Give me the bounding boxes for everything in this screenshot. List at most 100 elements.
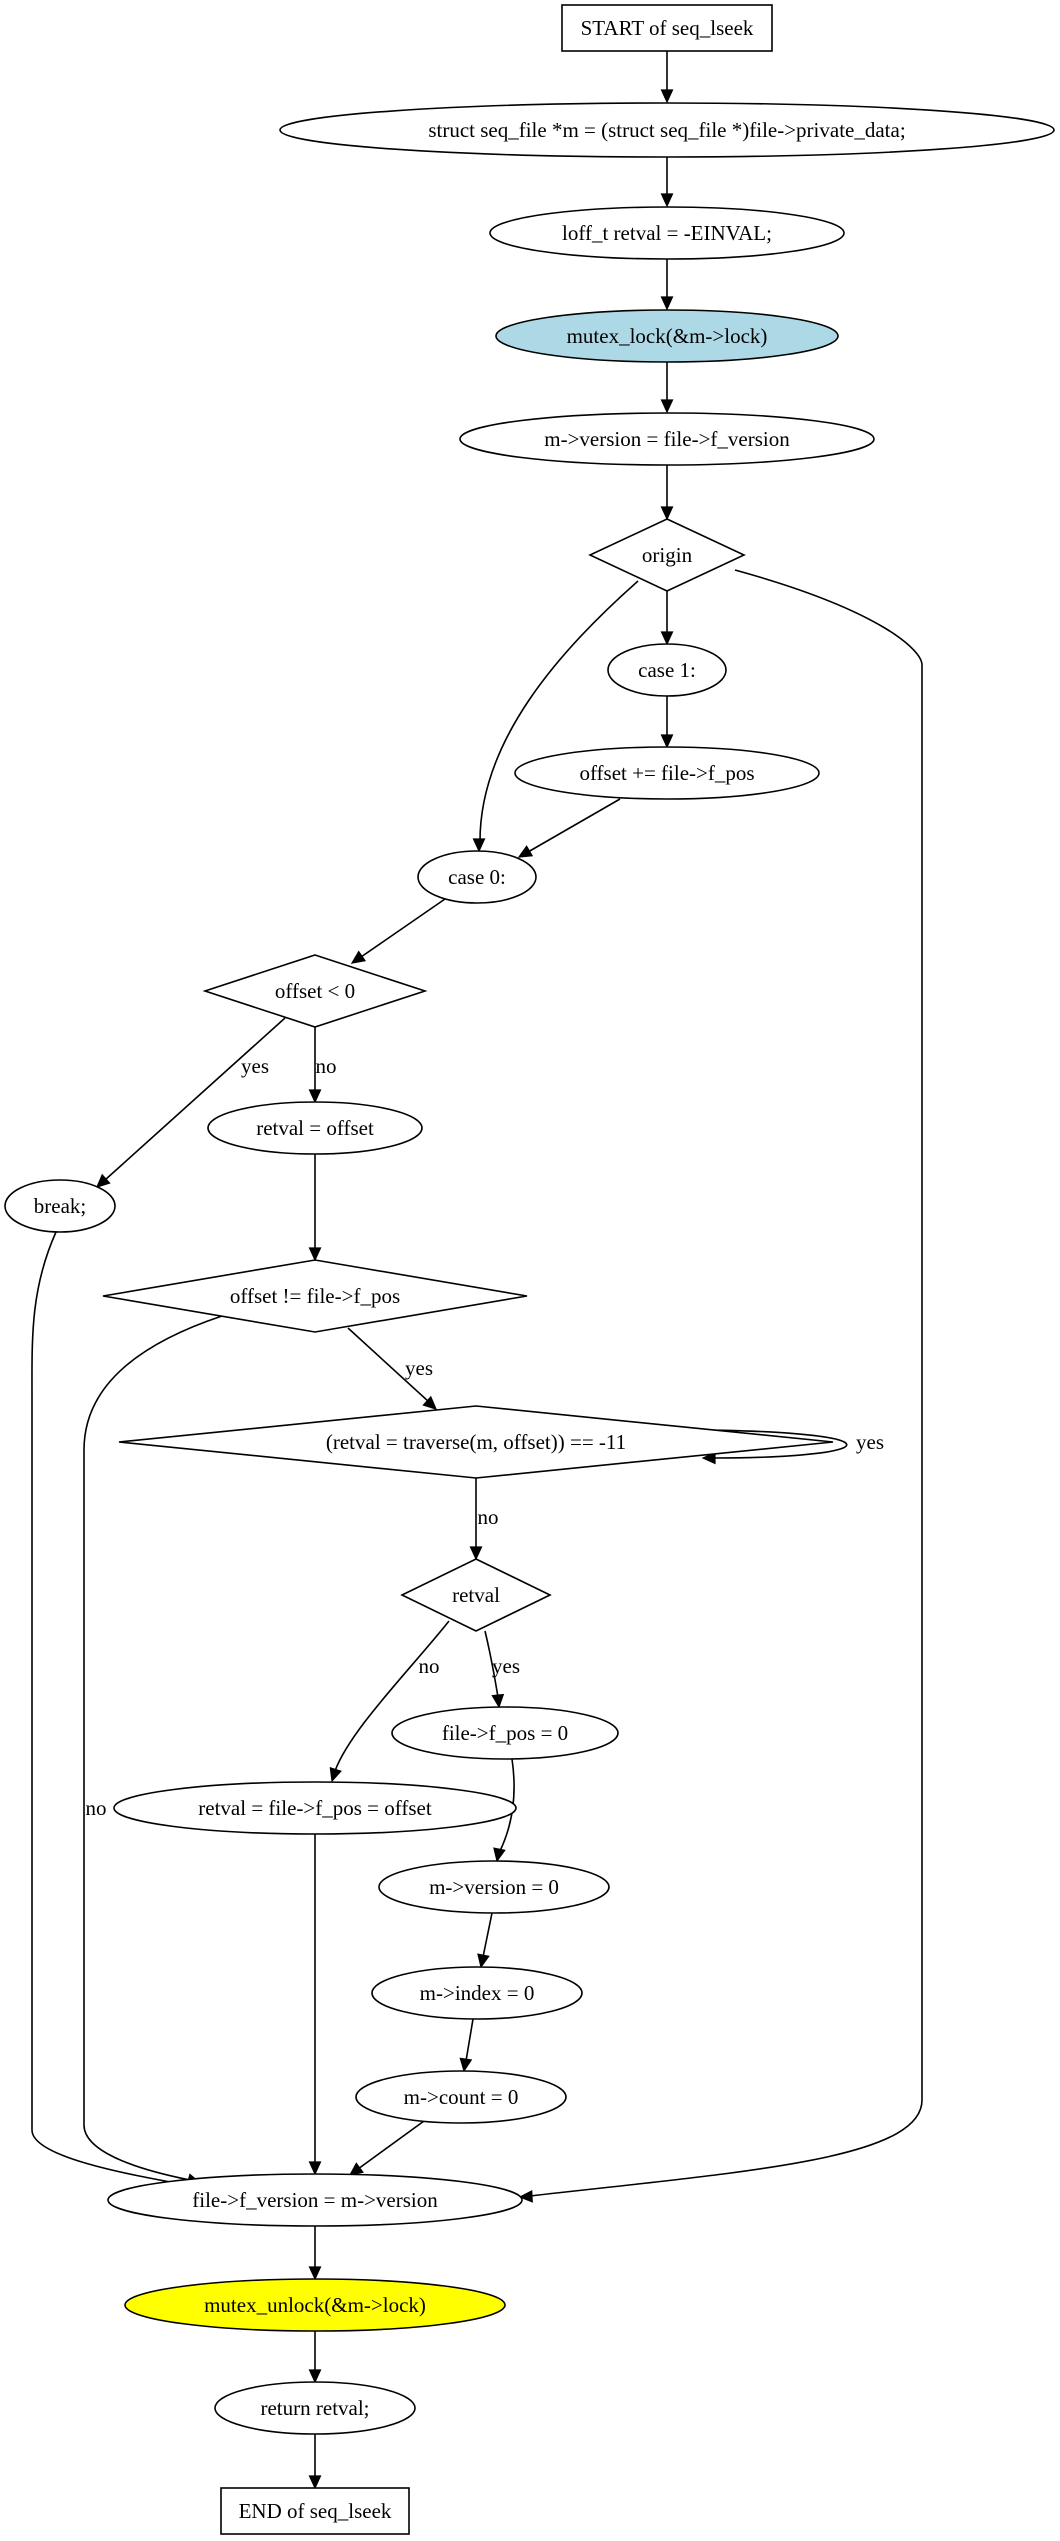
node-version-zero: m->version = 0 bbox=[378, 1860, 610, 1914]
edge-mutex_lock-to-version_assign bbox=[660, 362, 674, 414]
edge-mutex_unlock-to-return bbox=[308, 2331, 322, 2384]
node-end: END of seq_lseek bbox=[220, 2487, 410, 2535]
node-label: mutex_lock(&m->lock) bbox=[567, 324, 768, 348]
node-label: file->f_pos = 0 bbox=[442, 1721, 568, 1745]
edge-start-to-m_decl bbox=[660, 51, 674, 104]
diamond-shape bbox=[588, 518, 746, 592]
edge-version_zero-to-index_zero bbox=[477, 1912, 493, 1969]
node-m-decl: struct seq_file *m = (struct seq_file *)… bbox=[279, 102, 1055, 158]
edge-return-to-end bbox=[308, 2434, 322, 2490]
edge-count_zero-to-f_version bbox=[348, 2120, 425, 2176]
edge-label-no: no bbox=[86, 1796, 107, 1820]
edge-label-no: no bbox=[478, 1505, 499, 1529]
node-label: (retval = traverse(m, offset)) == -11 bbox=[326, 1430, 626, 1454]
node-label: offset += file->f_pos bbox=[579, 761, 754, 785]
arrowhead bbox=[308, 1247, 322, 1262]
ellipse-shape bbox=[489, 206, 845, 260]
edge-line bbox=[479, 580, 639, 842]
edge-retval_offset-to-offset_ne_fpos bbox=[308, 1154, 322, 1262]
arrowhead bbox=[308, 1089, 322, 1104]
node-label: m->count = 0 bbox=[404, 2085, 519, 2109]
node-fpos-zero: file->f_pos = 0 bbox=[391, 1706, 619, 1760]
edge-retval_check-to-retval_fpos bbox=[329, 1620, 450, 1783]
arrowhead bbox=[491, 1693, 505, 1709]
ellipse-shape bbox=[107, 2173, 523, 2227]
arrowhead bbox=[660, 89, 674, 104]
arrowhead bbox=[660, 296, 674, 311]
edge-offset_lt0-to-break bbox=[95, 1017, 286, 1188]
edge-line bbox=[83, 1315, 223, 2181]
edge-origin-to-f_version bbox=[518, 569, 923, 2203]
node-label: case 0: bbox=[448, 865, 506, 889]
edge-label-no: no bbox=[316, 1054, 337, 1078]
box-shape bbox=[220, 2487, 410, 2535]
edges-layer bbox=[31, 51, 923, 2490]
ellipse-shape bbox=[417, 850, 537, 904]
diamond-shape bbox=[202, 954, 428, 1028]
edge-f_version-to-mutex_unlock bbox=[308, 2226, 322, 2281]
arrowhead bbox=[660, 506, 674, 521]
arrowhead bbox=[308, 2475, 322, 2490]
node-offset-lt0: offset < 0 bbox=[202, 954, 428, 1028]
node-label: START of seq_lseek bbox=[581, 16, 754, 40]
edge-retval_fpos-to-f_version bbox=[308, 1834, 322, 2176]
ellipse-shape bbox=[113, 1781, 517, 1835]
box-shape bbox=[561, 4, 773, 52]
arrowhead bbox=[459, 2057, 473, 2073]
node-label: END of seq_lseek bbox=[239, 2499, 392, 2523]
edge-line bbox=[357, 2120, 425, 2170]
node-count-zero: m->count = 0 bbox=[355, 2070, 567, 2124]
arrowhead bbox=[308, 2266, 322, 2281]
edge-label-yes: yes bbox=[856, 1430, 884, 1454]
node-label: offset < 0 bbox=[275, 979, 355, 1003]
ellipse-shape bbox=[378, 1860, 610, 1914]
node-label: retval = file->f_pos = offset bbox=[198, 1796, 432, 1820]
arrowhead bbox=[518, 2189, 533, 2203]
ellipse-shape bbox=[279, 102, 1055, 158]
node-return: return retval; bbox=[214, 2381, 416, 2435]
node-index-zero: m->index = 0 bbox=[371, 1966, 583, 2020]
node-retval-offset: retval = offset bbox=[207, 1101, 423, 1155]
node-label: struct seq_file *m = (struct seq_file *)… bbox=[428, 118, 905, 142]
node-break: break; bbox=[4, 1179, 116, 1233]
node-label: loff_t retval = -EINVAL; bbox=[562, 221, 772, 245]
edge-traverse-to-retval_check bbox=[469, 1478, 483, 1561]
ellipse-shape bbox=[391, 1706, 619, 1760]
arrowhead bbox=[660, 193, 674, 208]
edge-case0-to-offset_lt0 bbox=[350, 898, 446, 964]
node-label: m->index = 0 bbox=[420, 1981, 535, 2005]
node-case0: case 0: bbox=[417, 850, 537, 904]
edge-line bbox=[482, 1912, 493, 1958]
ellipse-shape bbox=[495, 309, 839, 363]
edge-line bbox=[360, 898, 446, 958]
edge-line bbox=[527, 798, 621, 853]
node-label: return retval; bbox=[260, 2396, 369, 2420]
arrowhead bbox=[517, 845, 534, 858]
diamond-shape bbox=[118, 1405, 834, 1479]
edge-offset_lt0-to-retval_offset bbox=[308, 1027, 322, 1104]
ellipse-shape bbox=[124, 2278, 506, 2332]
node-retval-decl: loff_t retval = -EINVAL; bbox=[489, 206, 845, 260]
ellipse-shape bbox=[207, 1101, 423, 1155]
edge-line bbox=[347, 1327, 430, 1403]
ellipse-shape bbox=[355, 2070, 567, 2124]
arrowhead bbox=[329, 1767, 342, 1783]
edge-line bbox=[654, 1429, 848, 1459]
node-label: retval bbox=[452, 1583, 500, 1607]
edge-line bbox=[484, 1630, 499, 1698]
edge-origin-to-case1 bbox=[660, 591, 674, 646]
node-start: START of seq_lseek bbox=[561, 4, 773, 52]
edge-label-yes: yes bbox=[405, 1356, 433, 1380]
edge-line bbox=[465, 2018, 474, 2062]
node-label: retval = offset bbox=[256, 1116, 374, 1140]
diamond-shape bbox=[102, 1259, 528, 1333]
arrowhead bbox=[469, 1546, 483, 1561]
node-f-version: file->f_version = m->version bbox=[107, 2173, 523, 2227]
edge-m_decl-to-retval_decl bbox=[660, 157, 674, 208]
ellipse-shape bbox=[514, 746, 820, 800]
edge-label-yes: yes bbox=[241, 1054, 269, 1078]
edge-break-to-f_version bbox=[31, 1231, 215, 2194]
arrowhead bbox=[308, 2369, 322, 2384]
node-label: m->version = 0 bbox=[429, 1875, 559, 1899]
